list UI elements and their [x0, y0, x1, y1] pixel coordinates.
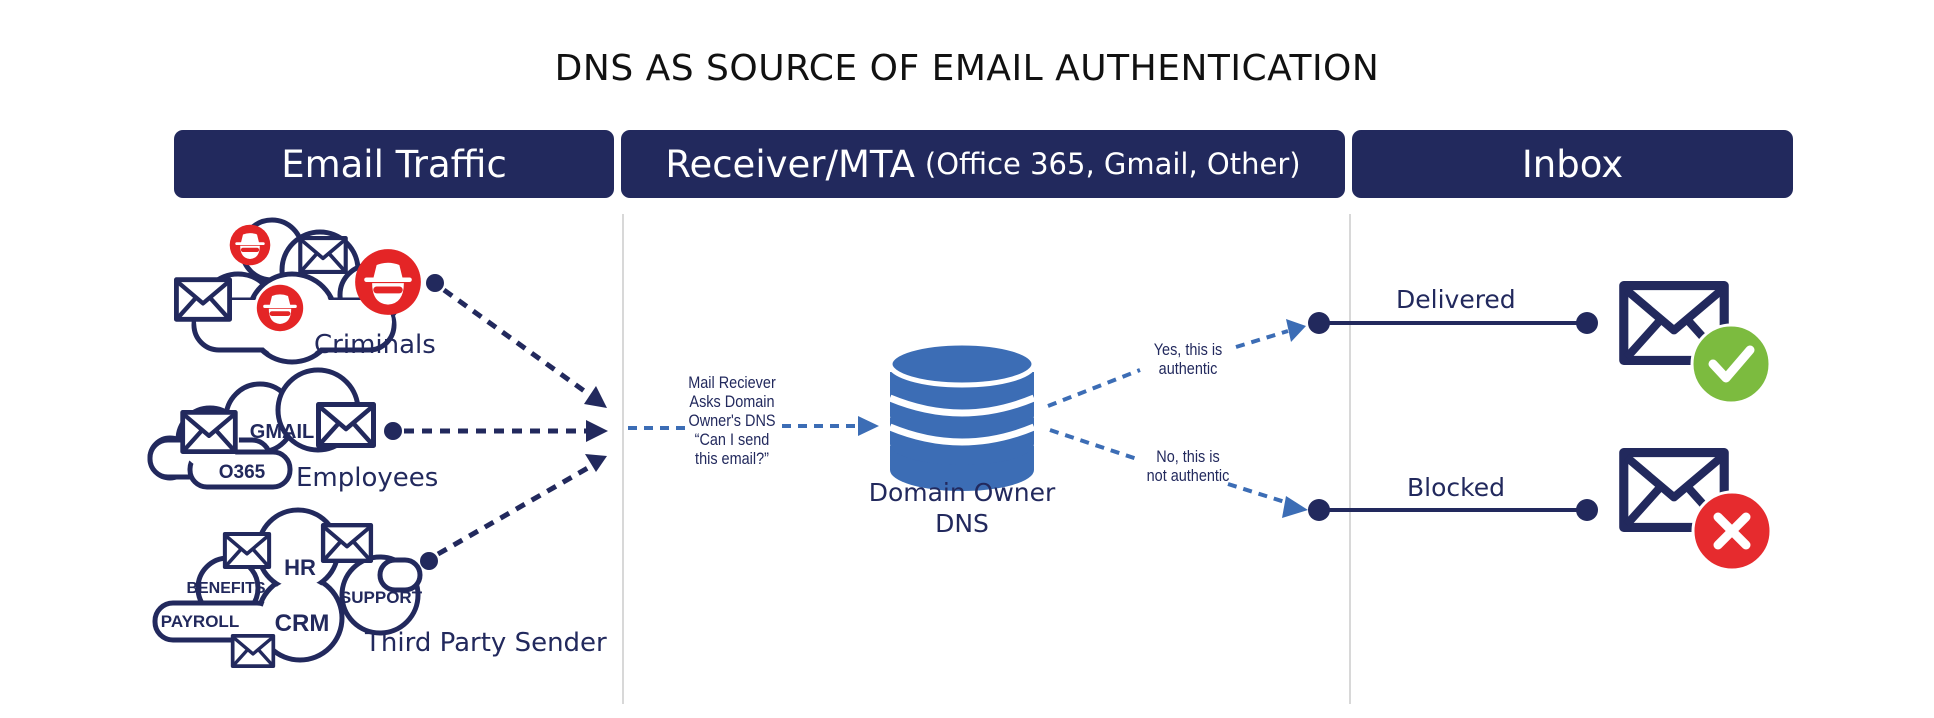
hacker-icon [229, 224, 271, 266]
answer-no-line: not authentic [1146, 466, 1230, 485]
arrowhead [858, 416, 879, 436]
dns-label: Domain Owner DNS [852, 477, 1072, 539]
employee-tag-gmail: GMAIL [250, 421, 314, 443]
receiver-question-line: “Can I send [694, 430, 770, 449]
blocked-label: Blocked [1407, 473, 1505, 502]
arrowhead [584, 386, 607, 408]
employee-tag-o365: O365 [219, 462, 266, 483]
database-icon [887, 340, 1037, 491]
answer-yes: Yes, this is authentic [1137, 340, 1239, 378]
answer-no-line: No, this is [1156, 447, 1220, 466]
hacker-icon [256, 284, 304, 332]
envelope-icon [230, 634, 276, 668]
third-party-dot [420, 552, 438, 570]
envelope-icon [183, 412, 236, 451]
criminals-label: Criminals [314, 330, 436, 360]
arrowhead [585, 454, 607, 472]
answer-arrows [1047, 329, 1289, 505]
criminals-dot [426, 274, 444, 292]
header-receiver-label: Receiver/MTA [665, 142, 915, 186]
answer-no: No, this is not authentic [1137, 447, 1239, 485]
answer-yes-line: Yes, this is [1153, 340, 1223, 359]
check-icon [1690, 323, 1772, 405]
header-inbox: Inbox [1352, 130, 1793, 198]
third-party-tag-crm: CRM [275, 610, 330, 637]
header-receiver-sublabel: (Office 365, Gmail, Other) [924, 147, 1301, 181]
delivered-label: Delivered [1396, 285, 1516, 314]
receiver-question-line: Owner's DNS [688, 411, 776, 430]
query-arrow [628, 424, 862, 430]
arrowhead [1286, 319, 1306, 342]
blocked-line [1308, 499, 1598, 521]
receiver-question: Mail Reciever Asks Domain Owner's DNS “C… [681, 373, 783, 468]
envelope-icon [176, 280, 229, 320]
receiver-question-line: Mail Reciever [688, 373, 776, 392]
column-divider [622, 214, 624, 704]
employees-dot [384, 422, 402, 440]
dns-label-line: DNS [935, 509, 989, 538]
x-icon [1691, 490, 1773, 572]
header-receiver: Receiver/MTA (Office 365, Gmail, Other) [621, 130, 1345, 198]
third-party-tag-support: SUPPORT [340, 588, 423, 607]
header-email-traffic-label: Email Traffic [281, 142, 507, 186]
envelope-icon [300, 238, 345, 272]
third-party-tag-benefits: BENEFITS [186, 580, 265, 597]
third-party-label: Third Party Sender [365, 628, 607, 658]
source-arrows [404, 287, 596, 557]
hacker-icon [355, 249, 421, 315]
arrowhead [1282, 496, 1308, 518]
third-party-tag-payroll: PAYROLL [161, 612, 239, 631]
envelope-icon [225, 534, 269, 567]
receiver-question-line: this email?” [695, 449, 769, 468]
delivered-line [1308, 312, 1598, 334]
envelope-icon [323, 525, 371, 561]
third-party-tag-hr: HR [284, 555, 316, 580]
employees-label: Employees [296, 463, 439, 493]
column-divider [1349, 214, 1351, 704]
dns-label-line: Domain Owner [868, 478, 1056, 507]
envelope-icon [319, 405, 374, 446]
arrowhead [586, 420, 608, 442]
header-email-traffic: Email Traffic [174, 130, 614, 198]
header-inbox-label: Inbox [1521, 142, 1624, 186]
receiver-question-line: Asks Domain [689, 392, 775, 411]
page-title: DNS AS SOURCE OF EMAIL AUTHENTICATION [554, 48, 1380, 89]
answer-yes-line: authentic [1158, 359, 1218, 378]
